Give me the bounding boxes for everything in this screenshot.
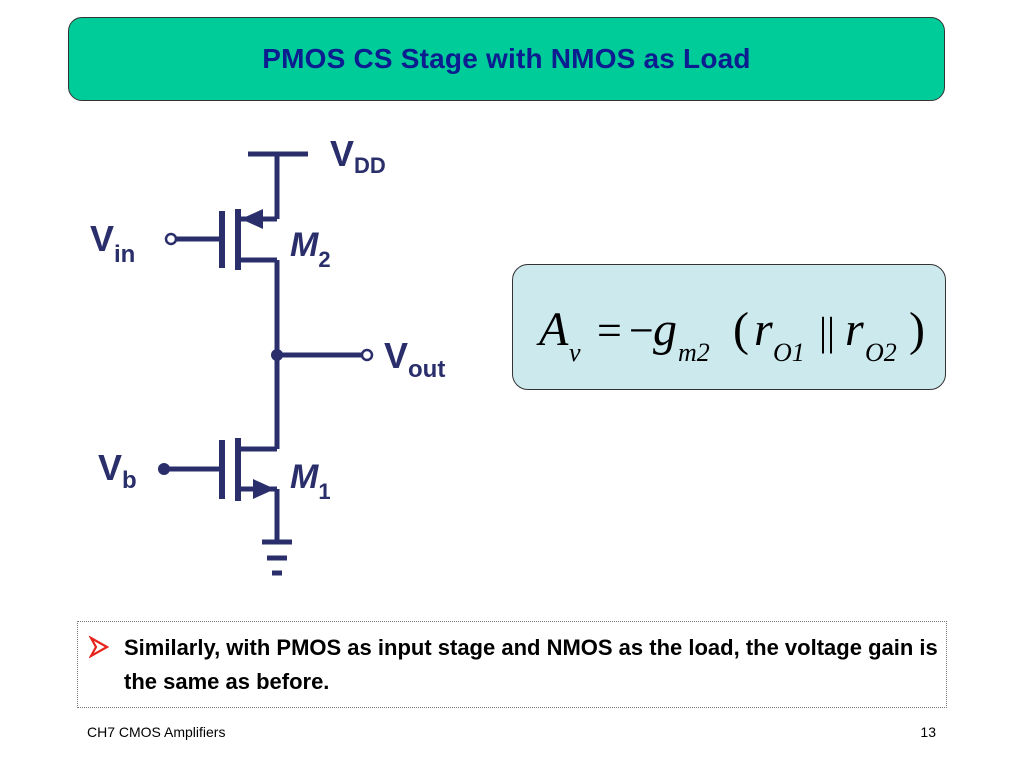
m2-source-arrow bbox=[241, 209, 263, 229]
formula-equals: = bbox=[597, 306, 622, 355]
formula-parallel: || bbox=[819, 309, 835, 354]
note-text: Similarly, with PMOS as input stage and … bbox=[124, 635, 938, 694]
vb-terminal bbox=[158, 463, 170, 475]
formula-box: A v = − g m2 ( r O1 || r O2 ) bbox=[512, 264, 946, 390]
arrow-bullet-icon bbox=[89, 635, 110, 659]
vb-label: Vb bbox=[98, 447, 137, 494]
formula-r2-sub: O2 bbox=[865, 338, 897, 367]
formula-g-sub: m2 bbox=[678, 338, 710, 367]
title-banner: PMOS CS Stage with NMOS as Load bbox=[68, 17, 945, 101]
formula-close-paren: ) bbox=[909, 303, 925, 356]
m1-label: M1 bbox=[290, 458, 331, 504]
slide-title: PMOS CS Stage with NMOS as Load bbox=[262, 43, 751, 74]
page-number: 13 bbox=[920, 724, 936, 740]
formula-r1: r bbox=[754, 303, 773, 356]
m2-label: M2 bbox=[290, 226, 331, 272]
gain-formula: A v = − g m2 ( r O1 || r O2 ) bbox=[536, 303, 925, 367]
formula-open-paren: ( bbox=[733, 303, 749, 356]
vout-terminal bbox=[360, 348, 374, 362]
note-box: Similarly, with PMOS as input stage and … bbox=[77, 621, 947, 708]
formula-A-sub: v bbox=[569, 338, 581, 367]
output-node-dot bbox=[271, 349, 283, 361]
formula-r1-sub: O1 bbox=[773, 338, 805, 367]
vout-label: Vout bbox=[384, 335, 445, 383]
formula-g: g bbox=[653, 303, 677, 356]
footer-course: CH7 CMOS Amplifiers bbox=[87, 724, 226, 740]
vin-label: Vin bbox=[90, 218, 135, 268]
formula-minus: − bbox=[629, 306, 654, 355]
formula-A: A bbox=[536, 303, 569, 356]
m1-source-arrow bbox=[253, 479, 275, 499]
vin-terminal bbox=[164, 232, 178, 246]
formula-r2: r bbox=[845, 303, 864, 356]
circuit-diagram: VDD Vin M2 Vout Vb M1 bbox=[90, 133, 445, 576]
vdd-label: VDD bbox=[330, 133, 386, 178]
